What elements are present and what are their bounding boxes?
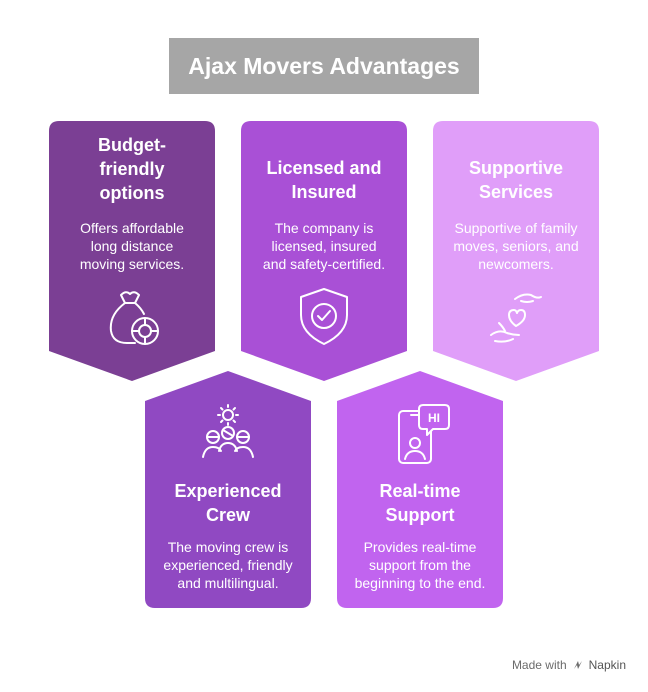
phone-chat-icon: HI bbox=[398, 404, 450, 464]
card-heading: Experienced Crew bbox=[174, 481, 282, 525]
card-licensed-insured: Licensed and Insured The company is lice… bbox=[241, 121, 407, 381]
card-experienced-crew: Experienced Crew The moving crew is expe… bbox=[145, 371, 311, 608]
card-description: Provides real-time support from the begi… bbox=[354, 539, 486, 591]
team-gear-icon bbox=[202, 404, 254, 458]
card-supportive-services: Supportive Services Supportive of family… bbox=[433, 121, 599, 381]
footer-brand: Napkin bbox=[588, 658, 626, 672]
footer-credit: Made with Napkin bbox=[512, 658, 626, 672]
card-real-time-support: HI Real-time Support Provides real-time … bbox=[337, 371, 503, 608]
page-title: Ajax Movers Advantages bbox=[188, 52, 460, 79]
footer-made-with: Made with bbox=[511, 658, 567, 672]
card-heading: Budget- friendly options bbox=[98, 135, 166, 203]
card-background bbox=[337, 371, 503, 608]
card-background bbox=[241, 121, 407, 381]
card-heading: Real-time Support bbox=[379, 481, 461, 525]
card-description: Supportive of family moves, seniors, and… bbox=[453, 220, 579, 272]
card-description: Offers affordable long distance moving s… bbox=[79, 220, 185, 272]
title-banner: Ajax Movers Advantages bbox=[169, 38, 479, 94]
card-budget-friendly: Budget- friendly options Offers affordab… bbox=[49, 121, 215, 381]
chat-bubble-text: HI bbox=[428, 411, 440, 425]
card-description: The moving crew is experienced, friendly… bbox=[163, 539, 293, 591]
card-heading: Licensed and Insured bbox=[266, 158, 382, 202]
hands-heart-icon bbox=[490, 293, 542, 343]
card-description: The company is licensed, insured and saf… bbox=[262, 220, 386, 272]
card-background bbox=[433, 121, 599, 381]
card-background bbox=[145, 371, 311, 608]
shield-check-icon bbox=[300, 288, 348, 345]
card-heading: Supportive Services bbox=[468, 158, 563, 202]
money-bag-icon bbox=[109, 291, 159, 345]
card-background bbox=[49, 121, 215, 381]
napkin-logo-icon bbox=[573, 661, 582, 669]
